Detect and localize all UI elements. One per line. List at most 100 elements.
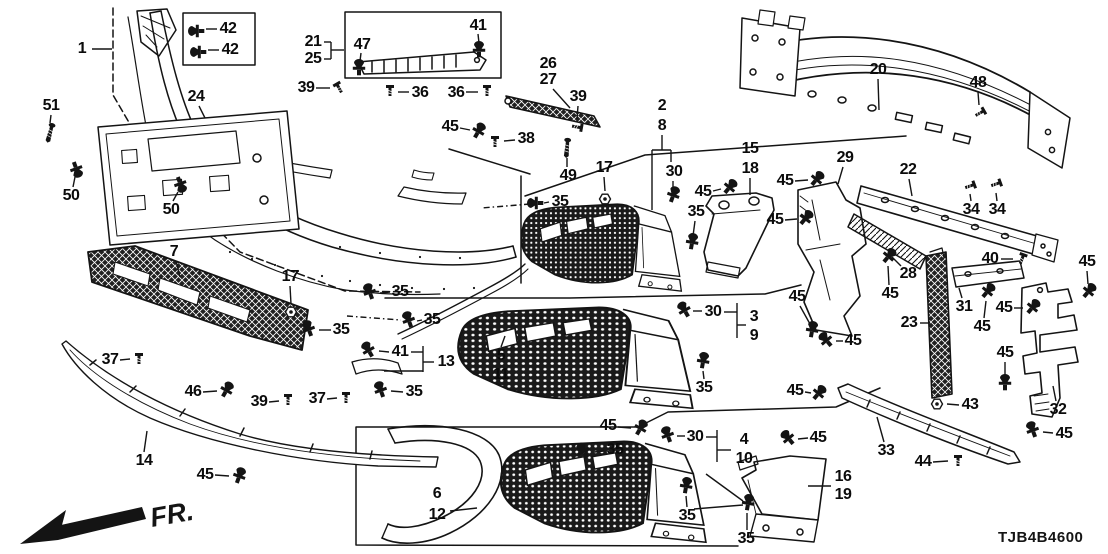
callout-45: 45	[196, 466, 214, 483]
leader-line	[143, 430, 148, 453]
callout-20: 20	[869, 61, 887, 78]
leader-line	[969, 193, 972, 202]
callout-42: 42	[219, 20, 237, 37]
callout-51: 51	[42, 97, 60, 114]
leader-line	[72, 176, 76, 188]
callout-9: 9	[749, 327, 759, 344]
leader-line	[268, 400, 280, 403]
callout-39: 39	[250, 393, 268, 410]
leader-line	[876, 416, 885, 443]
leader-line	[946, 403, 960, 406]
callout-6: 6	[432, 485, 442, 502]
callout-45: 45	[788, 288, 806, 305]
part-lower-grille	[87, 245, 309, 351]
callout-35: 35	[551, 193, 569, 210]
leader-line	[804, 391, 812, 394]
diagram-code: TJB4B4600	[998, 529, 1083, 546]
leader-line	[1042, 431, 1054, 434]
callout-8: 8	[657, 117, 667, 134]
leader-line	[500, 335, 506, 348]
leader-line	[977, 91, 980, 106]
callout-31: 31	[955, 298, 973, 315]
callout-49: 49	[559, 167, 577, 184]
callout-10: 10	[735, 450, 753, 467]
callout-5: 5	[496, 347, 506, 364]
callout-28: 28	[899, 265, 917, 282]
leader-line	[552, 88, 571, 109]
callout-35: 35	[687, 203, 705, 220]
callout-15: 15	[741, 140, 759, 157]
leader-line	[995, 192, 998, 202]
callout-45: 45	[1078, 253, 1096, 270]
callout-45: 45	[996, 344, 1014, 361]
stipple-dots	[228, 245, 476, 291]
part-garnish-5-11	[397, 263, 529, 340]
callout-35: 35	[405, 383, 423, 400]
group-divider-a	[448, 148, 531, 284]
callout-45: 45	[809, 429, 827, 446]
callout-48: 48	[969, 74, 987, 91]
callout-34: 34	[988, 201, 1006, 218]
callout-45: 45	[844, 332, 862, 349]
callout-24: 24	[187, 88, 205, 105]
callout-7: 7	[169, 243, 179, 260]
leader-line	[891, 256, 902, 267]
leader-line	[794, 179, 809, 182]
callout-1: 1	[77, 40, 87, 57]
leader-line	[712, 188, 722, 192]
part-front-spoiler	[61, 340, 439, 468]
callout-45: 45	[786, 382, 804, 399]
leader-line	[1086, 270, 1089, 285]
leader-line	[378, 350, 390, 353]
leader-line	[175, 260, 181, 278]
part-bar-31	[951, 260, 1025, 288]
part-license-bracket	[97, 110, 300, 246]
leader-line	[887, 265, 890, 286]
callout-42: 42	[221, 41, 239, 58]
callout-12: 12	[428, 506, 446, 523]
callout-33: 33	[877, 442, 895, 459]
callout-2: 2	[657, 97, 667, 114]
callout-11: 11	[493, 366, 509, 383]
callout-4: 4	[739, 431, 749, 448]
leader-line	[543, 201, 550, 204]
leader-line	[837, 166, 844, 185]
leader-line	[799, 305, 811, 325]
part-garnish-33	[837, 383, 1021, 465]
callout-41: 41	[391, 343, 409, 360]
callout-45: 45	[1055, 425, 1073, 442]
callout-43: 43	[961, 396, 979, 413]
callout-19: 19	[834, 486, 852, 503]
callout-34: 34	[962, 201, 980, 218]
callout-35: 35	[423, 311, 441, 328]
part-grille-bracket-47	[357, 51, 487, 75]
callout-45: 45	[441, 118, 459, 135]
callout-45: 45	[881, 285, 899, 302]
part-bracket-32	[1020, 282, 1079, 418]
part-garnish-13	[351, 358, 403, 375]
leader-line	[289, 285, 292, 305]
callout-21: 21	[304, 33, 322, 50]
part-splash-shield-29	[797, 181, 867, 337]
callout-14: 14	[135, 452, 153, 469]
group-box-lower	[355, 387, 881, 547]
callout-50: 50	[62, 187, 80, 204]
leader-line	[685, 495, 688, 508]
group-divider-c	[384, 284, 802, 299]
callout-25: 25	[304, 50, 322, 67]
part-air-guide-23	[925, 247, 953, 399]
leader-line	[1052, 385, 1057, 402]
callout-13: 13	[437, 353, 455, 370]
callout-35: 35	[332, 321, 350, 338]
callout-41: 41	[469, 17, 487, 34]
callout-47: 47	[353, 36, 371, 53]
callout-35: 35	[391, 283, 409, 300]
leader-line	[503, 139, 516, 142]
callout-17: 17	[281, 268, 299, 285]
callout-35: 35	[695, 379, 713, 396]
callout-35: 35	[678, 507, 696, 524]
callout-45: 45	[776, 172, 794, 189]
callout-30: 30	[704, 303, 722, 320]
